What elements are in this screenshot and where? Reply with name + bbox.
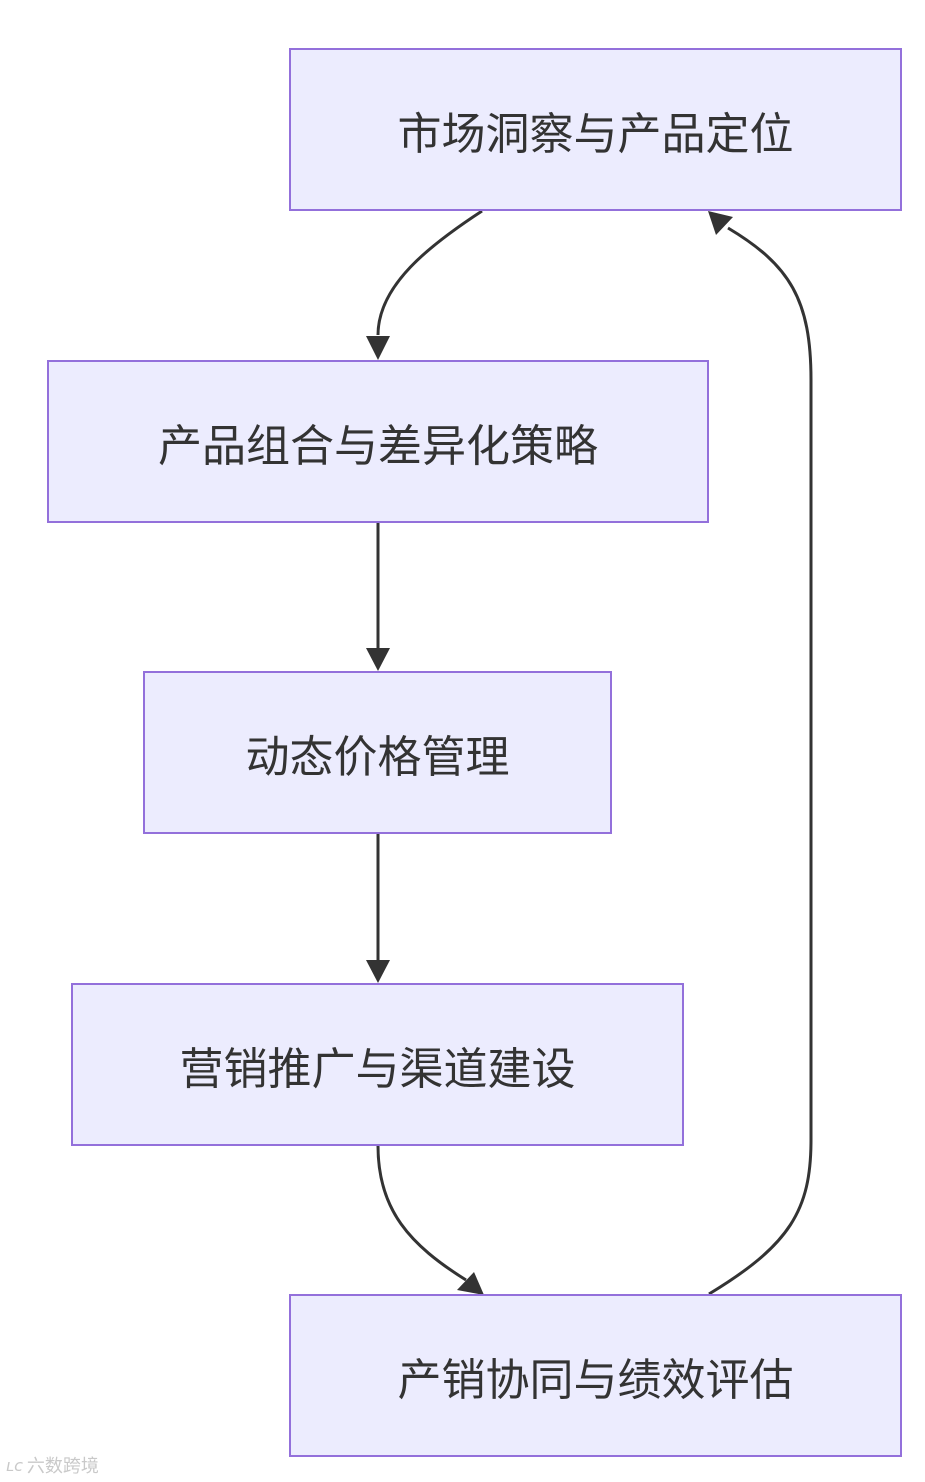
node-marketing-channels: 营销推广与渠道建设: [71, 983, 684, 1146]
edge-n1-n2: [376, 209, 483, 336]
edge-n4-n5: [376, 1145, 467, 1282]
watermark-logo-icon: ʟᴄ: [6, 1455, 23, 1475]
node-label: 产销协同与绩效评估: [397, 1354, 794, 1406]
edge-n5-n1: [708, 226, 813, 1296]
arrowhead-n2-n3: [366, 648, 390, 671]
arrowhead-n1-n2: [366, 336, 390, 360]
node-product-portfolio: 产品组合与差异化策略: [47, 360, 709, 523]
node-label: 营销推广与渠道建设: [179, 1043, 576, 1095]
node-label: 动态价格管理: [245, 731, 510, 783]
node-dynamic-pricing: 动态价格管理: [143, 671, 612, 834]
node-label: 产品组合与差异化策略: [158, 420, 598, 472]
watermark: ʟᴄ 六数跨境: [6, 1452, 99, 1478]
node-label: 市场洞察与产品定位: [397, 108, 794, 160]
node-performance-evaluation: 产销协同与绩效评估: [289, 1294, 902, 1457]
arrowhead-n4-n5: [457, 1272, 484, 1295]
arrowhead-n3-n4: [366, 960, 390, 983]
arrowhead-n5-n1: [708, 211, 733, 235]
watermark-text: 六数跨境: [26, 1456, 99, 1477]
node-market-insight: 市场洞察与产品定位: [289, 48, 902, 211]
